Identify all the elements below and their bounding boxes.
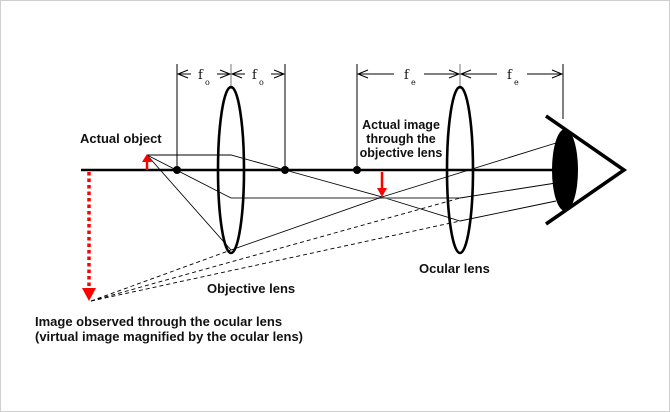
focal-label-fe-1: f: [404, 68, 410, 83]
label-ocular-lens: Ocular lens: [419, 261, 490, 276]
ray-parallel: [147, 154, 557, 222]
ocular-lens: [445, 85, 475, 255]
ray-through-focus: [146, 154, 232, 199]
ray-oblique: [146, 142, 557, 251]
focal-sub-fe-2: e: [514, 78, 519, 87]
focal-points: [173, 166, 361, 174]
virtual-ray-1: [90, 249, 232, 302]
focal-label-fo-2: f: [252, 68, 258, 83]
label-observed-image: Image observed through the ocular lens (…: [35, 314, 303, 344]
label-actual-image-line-1: Actual image: [362, 118, 440, 132]
focal-sub-fo-2: o: [259, 78, 264, 87]
focal-point-eyepiece-front: [353, 166, 361, 174]
focal-point-objective-front: [173, 166, 181, 174]
label-actual-image-line-3: objective lens: [359, 146, 443, 160]
actual-object-arrow: [142, 154, 152, 170]
focal-label-fo-1: f: [198, 68, 204, 83]
focal-label-fe-2: f: [507, 68, 513, 83]
label-observed-image-line-1: Image observed through the ocular lens: [35, 314, 283, 329]
virtual-rays: [90, 197, 461, 302]
focal-labels: f o f o f e f e: [198, 68, 519, 87]
label-actual-image-line-2: through the: [366, 132, 436, 146]
light-rays: [146, 142, 557, 251]
label-actual-object: Actual object: [80, 131, 162, 146]
eye-icon: [545, 114, 628, 226]
focal-sub-fo-1: o: [205, 78, 210, 87]
label-observed-image-line-2: (virtual image magnified by the ocular l…: [35, 329, 304, 344]
actual-image-arrow: [377, 172, 387, 197]
label-actual-image: Actual image through the objective lens: [356, 118, 446, 160]
virtual-image-arrow: [82, 172, 96, 301]
ray-gray-refracted: [459, 182, 557, 199]
focal-sub-fe-1: e: [411, 78, 416, 87]
virtual-ray-2: [90, 197, 461, 302]
focal-point-objective-back: [281, 166, 289, 174]
objective-lens: [216, 85, 246, 255]
label-objective-lens: Objective lens: [207, 281, 296, 296]
